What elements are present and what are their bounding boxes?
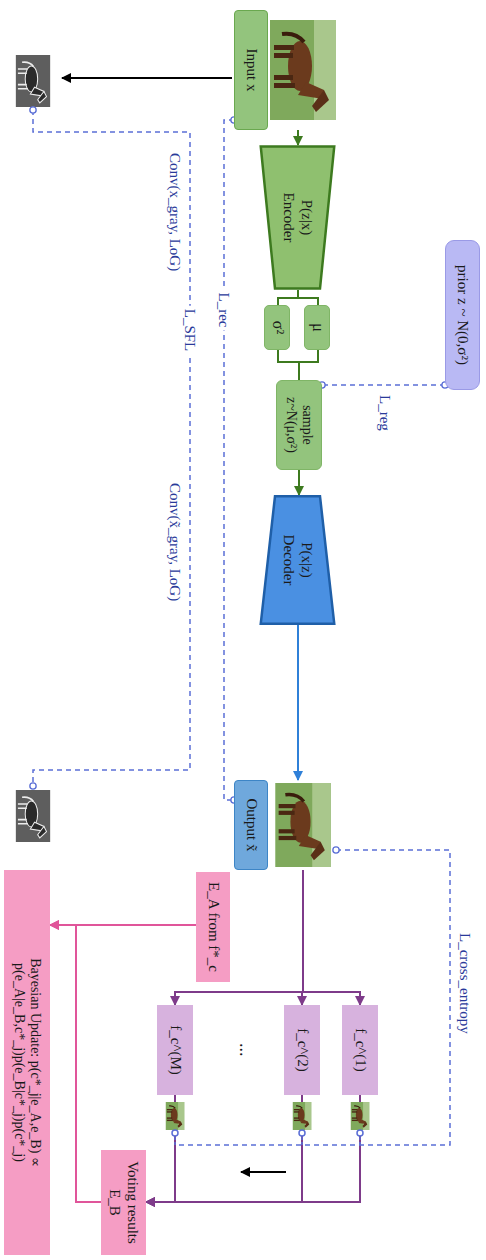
cross-entropy-stubs (175, 1133, 360, 1145)
encoder-trapezoid: P(z|x) Encoder (260, 145, 335, 290)
conv-label: Conv(x_gray, LoG) (166, 150, 184, 274)
prior-box: prior z ~ N(0,σ²) (445, 240, 480, 390)
node-text: f_c^(2) (293, 1028, 310, 1072)
output-gray-image (16, 790, 50, 842)
evidence-box: E_A from f*_c (196, 872, 230, 982)
loss-label: L_cross_entropy (456, 930, 474, 1037)
node-text: P(x|z) Decoder (280, 524, 315, 596)
input-image (270, 20, 336, 120)
sigma-box: σ² (265, 305, 291, 350)
node-text: f_c^(M) (166, 1025, 183, 1075)
decoder-trapezoid: P(x|z) Decoder (260, 495, 335, 625)
flow-arrow (299, 350, 318, 380)
trapezoid-outline (261, 496, 335, 623)
flow-arrow (298, 470, 300, 495)
loss-dot (172, 1130, 178, 1136)
label-bar: Output x̃ (234, 780, 268, 870)
node-text: Bayesian Update: p(c*_j|e_A,e_B) ∝ p(e_A… (11, 876, 43, 1249)
flow-arrow (146, 1095, 302, 1202)
vote-arrow (241, 1171, 286, 1173)
node-text: f_c^(1) (351, 1028, 368, 1072)
sample-box: sample z~N(μ,σ²) (276, 380, 322, 470)
classifier-output-image (166, 1102, 184, 1130)
node-text: E_A from f*_c (204, 882, 221, 972)
sfl-dashed-line (33, 110, 190, 786)
classifier-output-image (351, 1102, 369, 1130)
flow-arrow (278, 350, 299, 380)
loss-connector (322, 384, 445, 386)
output-box: Output x̃ (234, 780, 336, 870)
loss-connector (224, 120, 234, 800)
loss-dot (299, 1130, 305, 1136)
classifier-output-image (293, 1102, 311, 1130)
input-box: Input x (234, 10, 336, 130)
flow-arrow (303, 870, 360, 1005)
output-image (275, 783, 330, 867)
conv-label: Conv(x̃_gray, LoG) (166, 480, 184, 604)
classifier-box: f_c^(M) (157, 1005, 193, 1095)
ellipsis: ... (234, 1040, 256, 1060)
loss-dot (357, 1130, 363, 1136)
edge-label: L_rec (215, 290, 233, 331)
node-text: prior z ~ N(0,σ²) (454, 265, 471, 365)
edge-label: L_reg (376, 392, 394, 434)
flow-arrow (297, 130, 299, 145)
node-text: μ (308, 323, 326, 332)
voting-box: Voting results E_B (101, 1150, 146, 1255)
flow-arrow (298, 290, 318, 305)
trapezoid-outline (261, 146, 335, 288)
bayesian-box: Bayesian Update: p(c*_j|e_A,e_B) ∝ p(e_A… (4, 870, 50, 1255)
flow-arrow (297, 625, 299, 780)
flow-arrow (50, 925, 101, 1202)
node-text: Output x̃ (242, 799, 259, 852)
node-text: P(z|x) Encoder (280, 182, 315, 254)
flow-arrow (146, 1095, 360, 1202)
flow-arrow (278, 290, 298, 305)
loss-label: L_SFL (181, 306, 199, 355)
label-bar: Input x (234, 10, 268, 130)
flow-arrow (175, 870, 303, 1005)
input-gray-image (16, 55, 50, 107)
gray-arrow (62, 77, 232, 79)
classifier-box: f_c^(1) (342, 1005, 378, 1095)
node-text: sample z~N(μ,σ²) (283, 386, 315, 464)
classifier-box: f_c^(2) (284, 1005, 320, 1095)
cross-entropy-line (175, 850, 450, 1145)
node-text: σ² (268, 321, 286, 334)
mu-box: μ (305, 305, 331, 350)
node-text: Voting results E_B (106, 1156, 141, 1249)
node-text: Input x (242, 49, 259, 92)
